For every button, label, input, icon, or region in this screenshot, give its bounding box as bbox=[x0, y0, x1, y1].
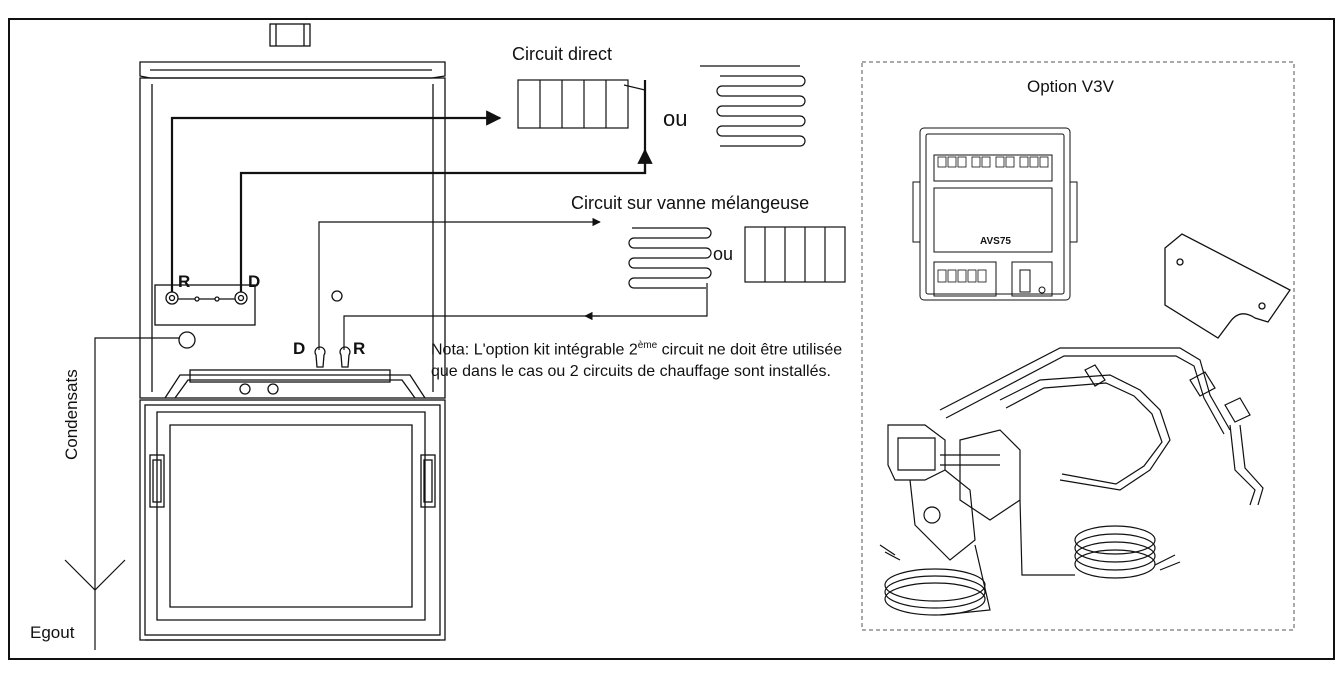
return-fitting bbox=[165, 291, 179, 305]
or-label-mid: ou bbox=[713, 244, 734, 264]
flow-marker-bottom: D bbox=[293, 339, 306, 358]
return-marker-bottom: R bbox=[353, 339, 366, 358]
condensate-label: Condensats bbox=[62, 369, 81, 460]
boiler-unit bbox=[139, 23, 446, 641]
note-text-start: Nota: L'option kit intégrable 2 bbox=[431, 341, 638, 359]
mixing-radiator bbox=[744, 226, 846, 283]
mixing-circuit-label: Circuit sur vanne mélangeuse bbox=[571, 193, 810, 213]
return-tap-bottom bbox=[339, 346, 351, 368]
note-text-end: circuit ne doit être utilisée que dans l… bbox=[431, 341, 843, 381]
flow-fitting bbox=[234, 291, 248, 305]
mixing-circuit-pipes bbox=[318, 217, 708, 350]
option-box bbox=[861, 61, 1295, 631]
gasket-plate bbox=[1164, 233, 1291, 339]
direct-radiator bbox=[517, 79, 629, 129]
note-superscript: ème bbox=[637, 340, 658, 351]
v3v-kit bbox=[879, 347, 1264, 616]
installation-note: Nota: L'option kit intégrable 2ème circu… bbox=[431, 335, 861, 383]
option-v3v-label: Option V3V bbox=[1027, 77, 1114, 96]
or-label-top: ou bbox=[663, 106, 688, 131]
circuit-direct-label: Circuit direct bbox=[512, 44, 613, 64]
flow-pipe bbox=[239, 80, 647, 292]
direct-floor-coil bbox=[700, 65, 806, 147]
drain-label: Egout bbox=[30, 623, 75, 642]
mixing-floor-coil bbox=[628, 227, 712, 289]
return-marker-top: R bbox=[178, 272, 191, 291]
return-pipe bbox=[170, 110, 502, 292]
direct-circuit-pipes bbox=[170, 80, 653, 292]
condensate-drain bbox=[64, 337, 180, 650]
flow-tap-bottom bbox=[314, 346, 326, 368]
module-name: AVS75 bbox=[980, 236, 1011, 247]
sensor-port bbox=[331, 290, 343, 302]
avs75-module bbox=[912, 127, 1078, 301]
flow-marker-top: D bbox=[248, 272, 261, 291]
condensate-outlet bbox=[178, 331, 196, 349]
outer-frame bbox=[8, 18, 1335, 660]
